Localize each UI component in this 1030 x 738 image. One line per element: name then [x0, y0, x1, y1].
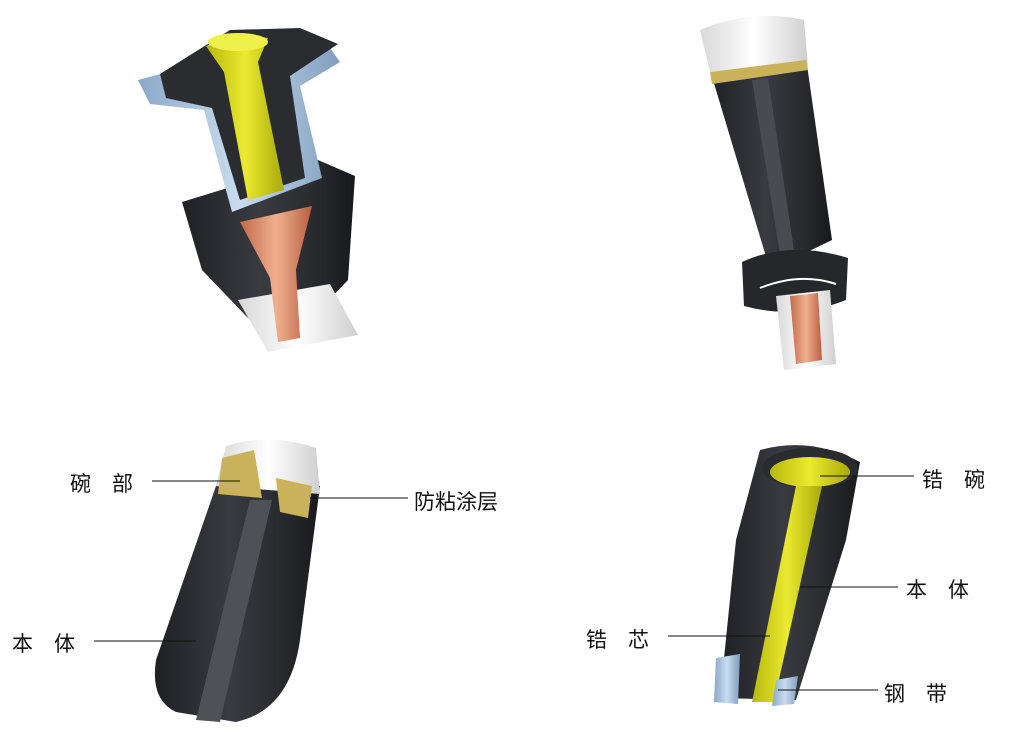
left-coating-pad [218, 450, 262, 498]
label-gang-dai: 钢 带 [884, 682, 947, 706]
center-groove [196, 500, 272, 722]
zirconia-core-shape [752, 486, 822, 702]
copper-outlet [790, 293, 822, 364]
steel-band-left [714, 654, 740, 704]
label-wan-bu: 碗 部 [70, 472, 133, 496]
nozzle-figure-top-left [138, 28, 358, 352]
label-ben-ti-left: 本 体 [12, 632, 75, 656]
zirconia-bowl-shape [770, 457, 850, 487]
label-fang-nian-tu-ceng: 防粘涂层 [414, 490, 498, 514]
nozzle-figure-top-right [700, 15, 848, 370]
steel-band-right [772, 676, 798, 706]
base-disc-highlight [759, 277, 837, 289]
top-coating-band [710, 60, 808, 84]
center-groove [752, 78, 800, 292]
copper-channel-shape [240, 206, 312, 342]
zirconia-bowl-rim [208, 33, 268, 51]
zirconia-core-shape [206, 36, 284, 201]
right-coating-pad [276, 478, 312, 518]
label-ben-ti-right: 本 体 [906, 578, 969, 602]
nozzle-figure-bottom-right [714, 445, 860, 706]
label-gao-wan: 锆 碗 [922, 468, 985, 492]
nozzle-figure-bottom-left [154, 439, 320, 722]
label-gao-xin: 锆 芯 [586, 628, 649, 652]
